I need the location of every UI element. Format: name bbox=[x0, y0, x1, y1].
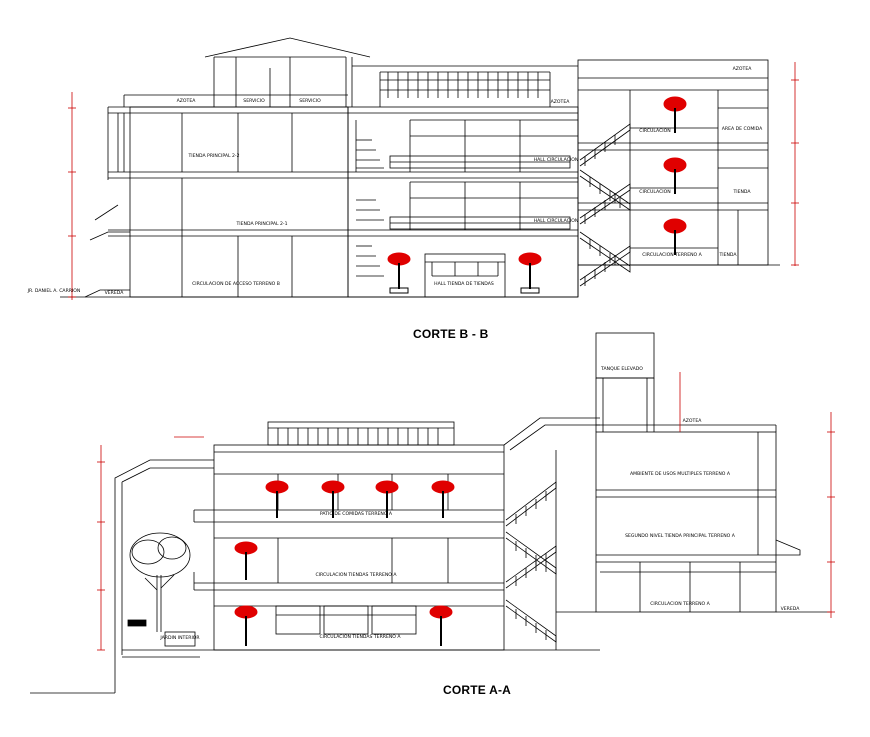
label-tanque-elevado: TANQUE ELEVADO bbox=[600, 366, 643, 372]
plant-icon bbox=[234, 605, 258, 646]
section-aa-drawing bbox=[30, 332, 830, 694]
label-hall-tienda: HALL TIENDA DE TIENDAS bbox=[434, 281, 494, 287]
label-street: JR. DANIEL A. CARRION bbox=[27, 288, 81, 294]
bb-pitched-roof bbox=[204, 37, 371, 58]
plant-icon bbox=[663, 96, 687, 133]
room-labels: AZOTEA SERVICIO SERVICIO AZOTEA AZOTEA T… bbox=[27, 66, 801, 641]
label-azotea-right: AZOTEA bbox=[733, 66, 753, 72]
label-jardin: JARDIN INTERIOR bbox=[159, 635, 200, 641]
bb-skylight bbox=[380, 72, 550, 98]
aa-right-block bbox=[595, 431, 777, 613]
label-circulacion-r3: CIRCULACION TERRENO A bbox=[642, 252, 702, 258]
dimension-lines bbox=[68, 62, 835, 651]
aa-left-facade bbox=[114, 459, 214, 657]
label-azotea-aa: AZOTEA bbox=[683, 418, 703, 424]
label-azotea-mid: AZOTEA bbox=[551, 99, 571, 105]
bb-atrium-block bbox=[347, 106, 579, 298]
plant-icon bbox=[431, 480, 455, 518]
label-circulacion-r1: CIRCULACION bbox=[639, 128, 670, 134]
label-tienda-r2: TIENDA bbox=[718, 252, 737, 258]
label-vereda-aa: VEREDA bbox=[781, 606, 801, 612]
planters bbox=[234, 96, 687, 646]
section-bb-title: CORTE B - B bbox=[413, 327, 489, 341]
label-servicio-2: SERVICIO bbox=[299, 98, 321, 104]
plant-icon bbox=[321, 480, 345, 518]
label-segundo-nivel: SEGUNDO NIVEL TIENDA PRINCIPAL TERRENO A bbox=[625, 533, 736, 539]
label-circulacion-tiendas-2: CIRCULACION TIENDAS TERRENO A bbox=[315, 572, 397, 578]
plant-icon bbox=[234, 541, 258, 580]
label-hall-circulacion-mid: HALL CIRCULACION bbox=[534, 218, 579, 224]
aa-stairs bbox=[505, 481, 557, 643]
label-circulacion-tiendas-1: CIRCULACION TIENDAS TERRENO A bbox=[319, 634, 401, 640]
aa-tree bbox=[129, 532, 191, 632]
plant-icon bbox=[429, 605, 453, 646]
aa-main-block bbox=[213, 444, 505, 651]
label-tienda-principal-1: TIENDA PRINCIPAL 2-1 bbox=[235, 221, 287, 227]
bb-hall-kiosk bbox=[424, 253, 506, 298]
bb-stairs-right bbox=[579, 123, 631, 287]
aa-skylight bbox=[267, 421, 455, 446]
label-ambiente-usos: AMBIENTE DE USOS MULTIPLES TERRENO A bbox=[630, 471, 731, 477]
label-tienda-principal-2: TIENDA PRINCIPAL 2-2 bbox=[187, 153, 239, 159]
plant-icon bbox=[663, 218, 687, 255]
bb-left-block bbox=[129, 106, 349, 298]
label-circulacion-aa-r: CIRCULACION TERRENO A bbox=[650, 601, 710, 607]
aa-skylight-mullions bbox=[277, 428, 439, 445]
label-azotea-left: AZOTEA bbox=[177, 98, 197, 104]
plant-icon bbox=[265, 480, 289, 518]
label-circulacion-r2: CIRCULACION bbox=[639, 189, 670, 195]
label-servicio-1: SERVICIO bbox=[243, 98, 265, 104]
section-bb-drawing bbox=[60, 37, 780, 298]
plant-icon bbox=[375, 480, 399, 518]
plant-icon bbox=[518, 252, 542, 294]
label-hall-circulacion-top: HALL CIRCULACION bbox=[534, 157, 579, 163]
label-tienda-r: TIENDA bbox=[732, 189, 751, 195]
label-circulacion-acceso: CIRCULACION DE ACCESO TERRENO B bbox=[192, 281, 280, 287]
label-patio-comidas: PATIO DE COMIDAS TERRENO A bbox=[320, 511, 393, 517]
section-aa-title: CORTE A-A bbox=[443, 683, 512, 697]
bb-atrium-stairs bbox=[355, 120, 384, 277]
plant-icon bbox=[663, 157, 687, 194]
plant-icon bbox=[387, 252, 411, 294]
label-vereda-bb: VEREDA bbox=[105, 290, 125, 296]
label-area-de-comida: AREA DE COMIDA bbox=[722, 126, 763, 132]
